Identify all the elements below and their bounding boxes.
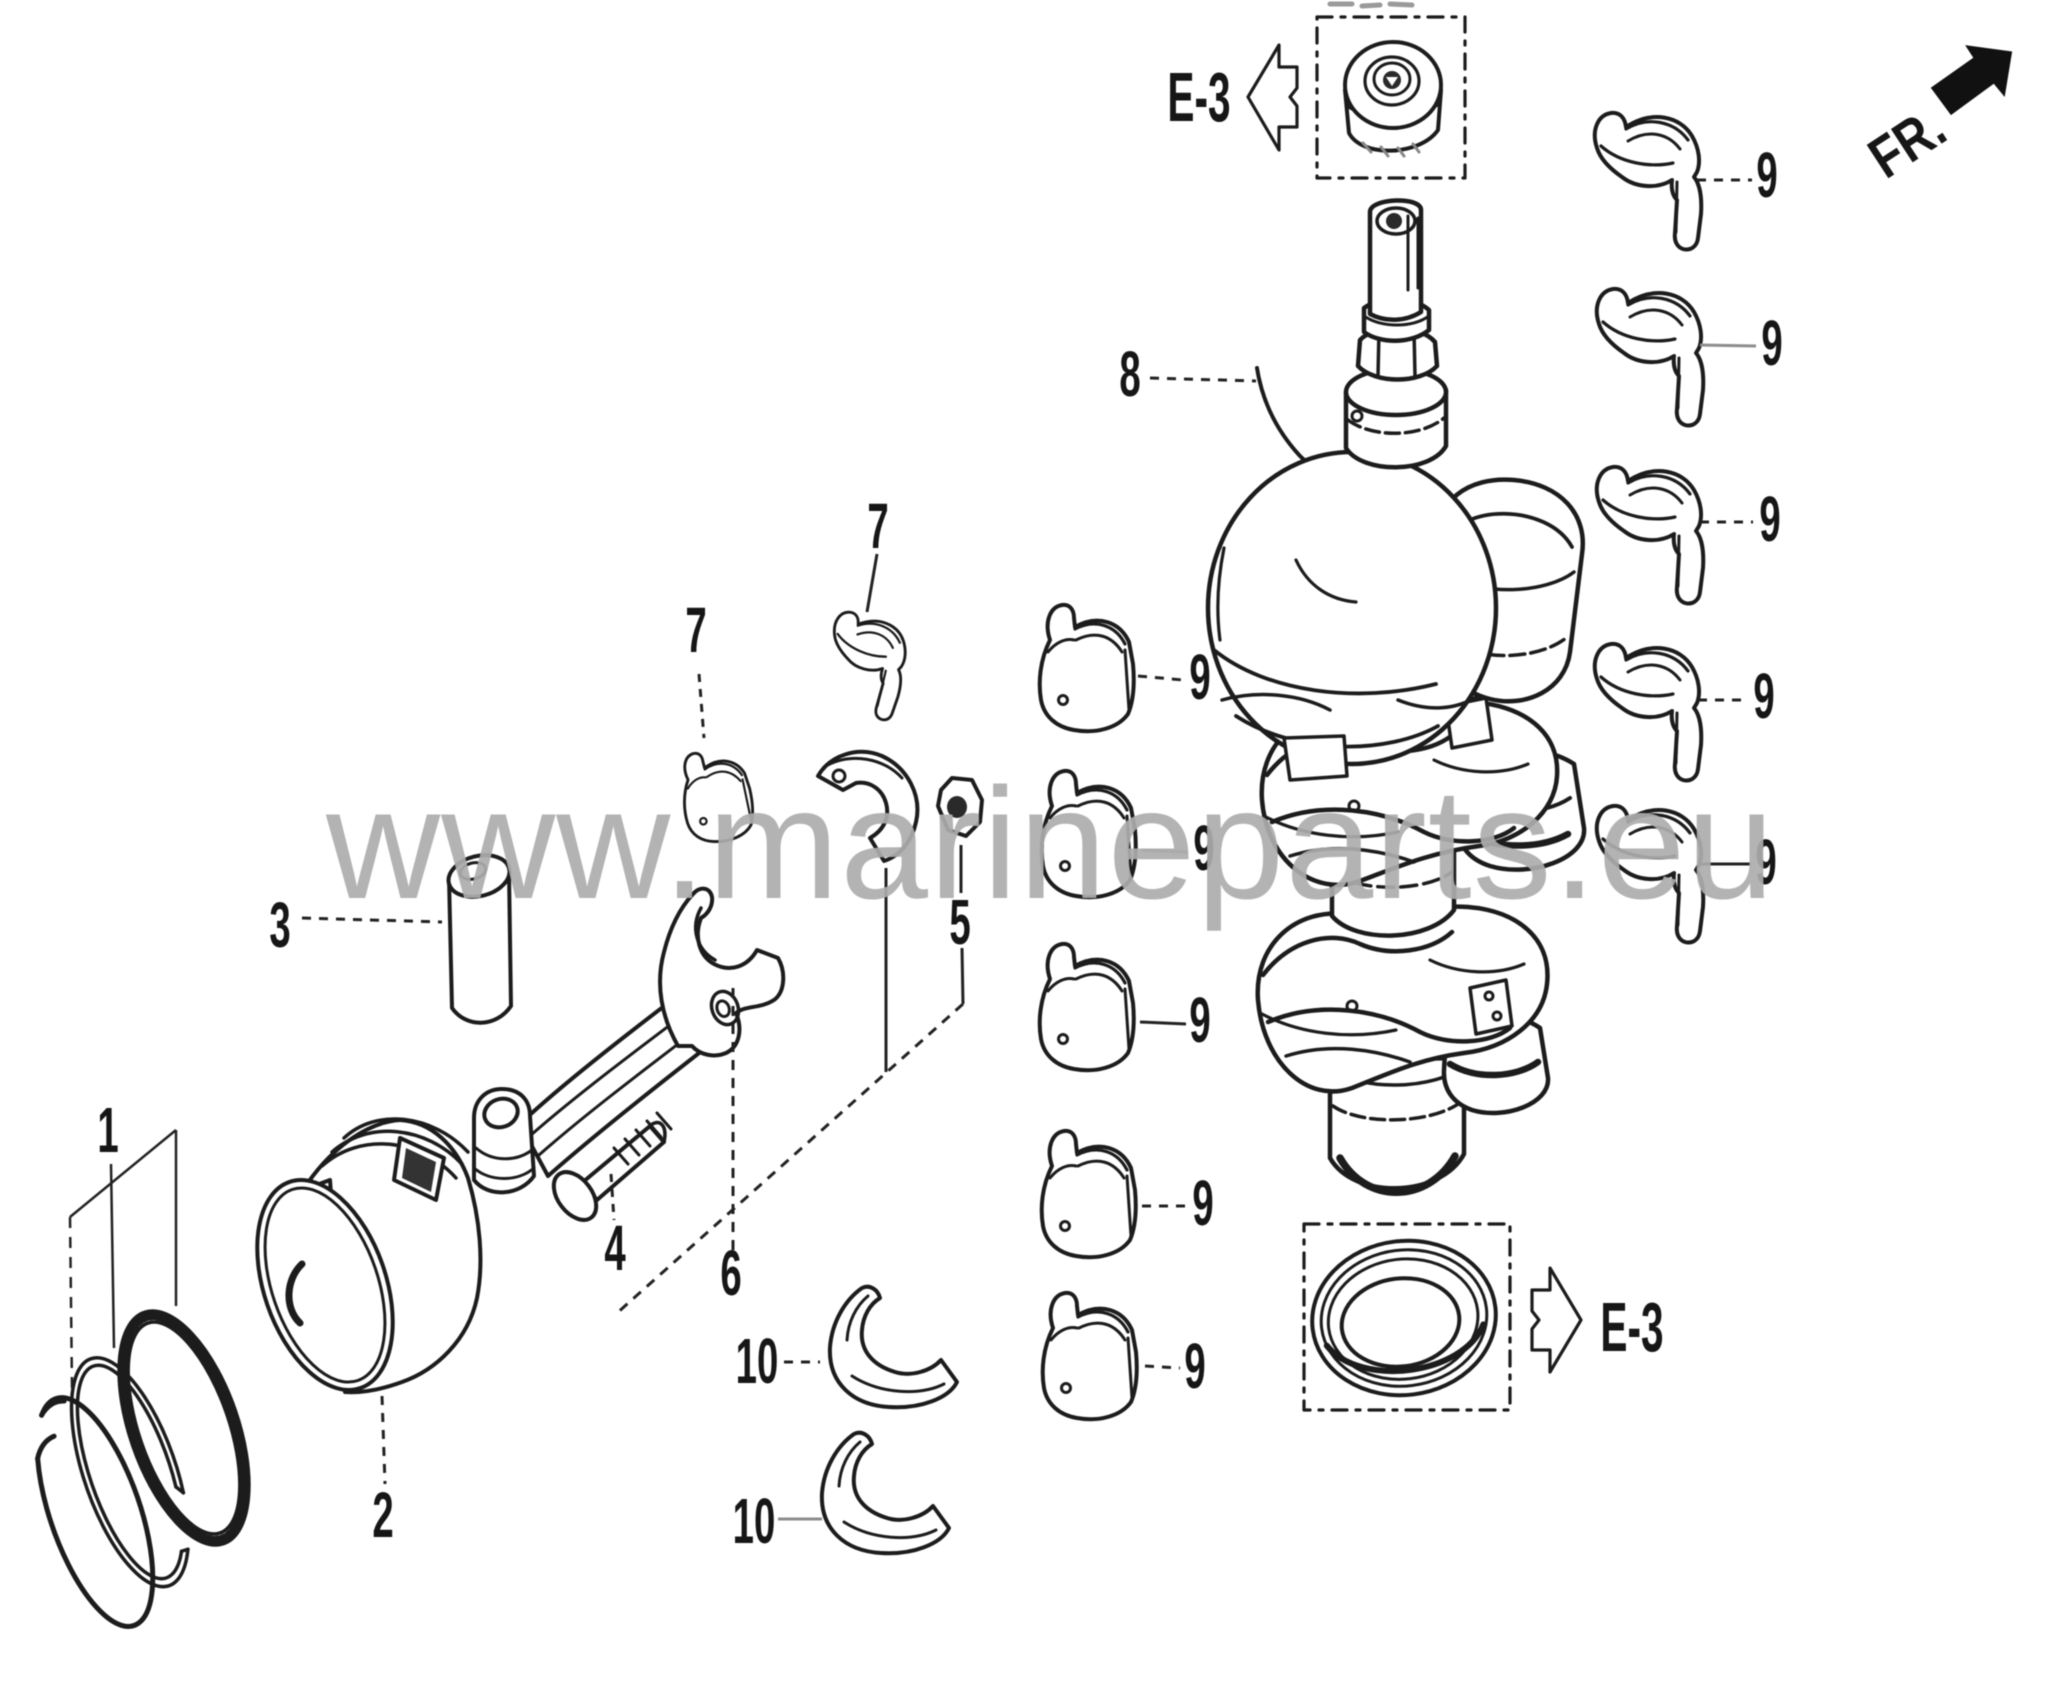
svg-text:9: 9 <box>1189 642 1210 714</box>
svg-text:E-3: E-3 <box>1167 59 1230 137</box>
svg-text:1: 1 <box>97 1095 118 1167</box>
svg-text:E-3: E-3 <box>1600 1289 1663 1367</box>
svg-text:9: 9 <box>1193 813 1214 885</box>
svg-text:10: 10 <box>733 1486 776 1558</box>
svg-text:5: 5 <box>949 887 970 959</box>
svg-text:9: 9 <box>1761 308 1782 380</box>
svg-text:7: 7 <box>867 491 888 563</box>
svg-text:6: 6 <box>720 1238 741 1310</box>
svg-text:10: 10 <box>736 1326 779 1398</box>
svg-text:9: 9 <box>1184 1331 1205 1403</box>
svg-text:9: 9 <box>1753 661 1774 733</box>
svg-text:7: 7 <box>685 595 706 667</box>
svg-text:9: 9 <box>1189 985 1210 1057</box>
svg-text:4: 4 <box>604 1213 626 1285</box>
svg-text:2: 2 <box>372 1480 393 1552</box>
svg-text:3: 3 <box>269 890 290 962</box>
svg-text:9: 9 <box>1192 1168 1213 1240</box>
svg-text:9: 9 <box>1756 140 1777 212</box>
svg-text:9: 9 <box>1755 827 1776 899</box>
svg-text:9: 9 <box>1759 484 1780 556</box>
svg-text:8: 8 <box>1119 339 1140 411</box>
